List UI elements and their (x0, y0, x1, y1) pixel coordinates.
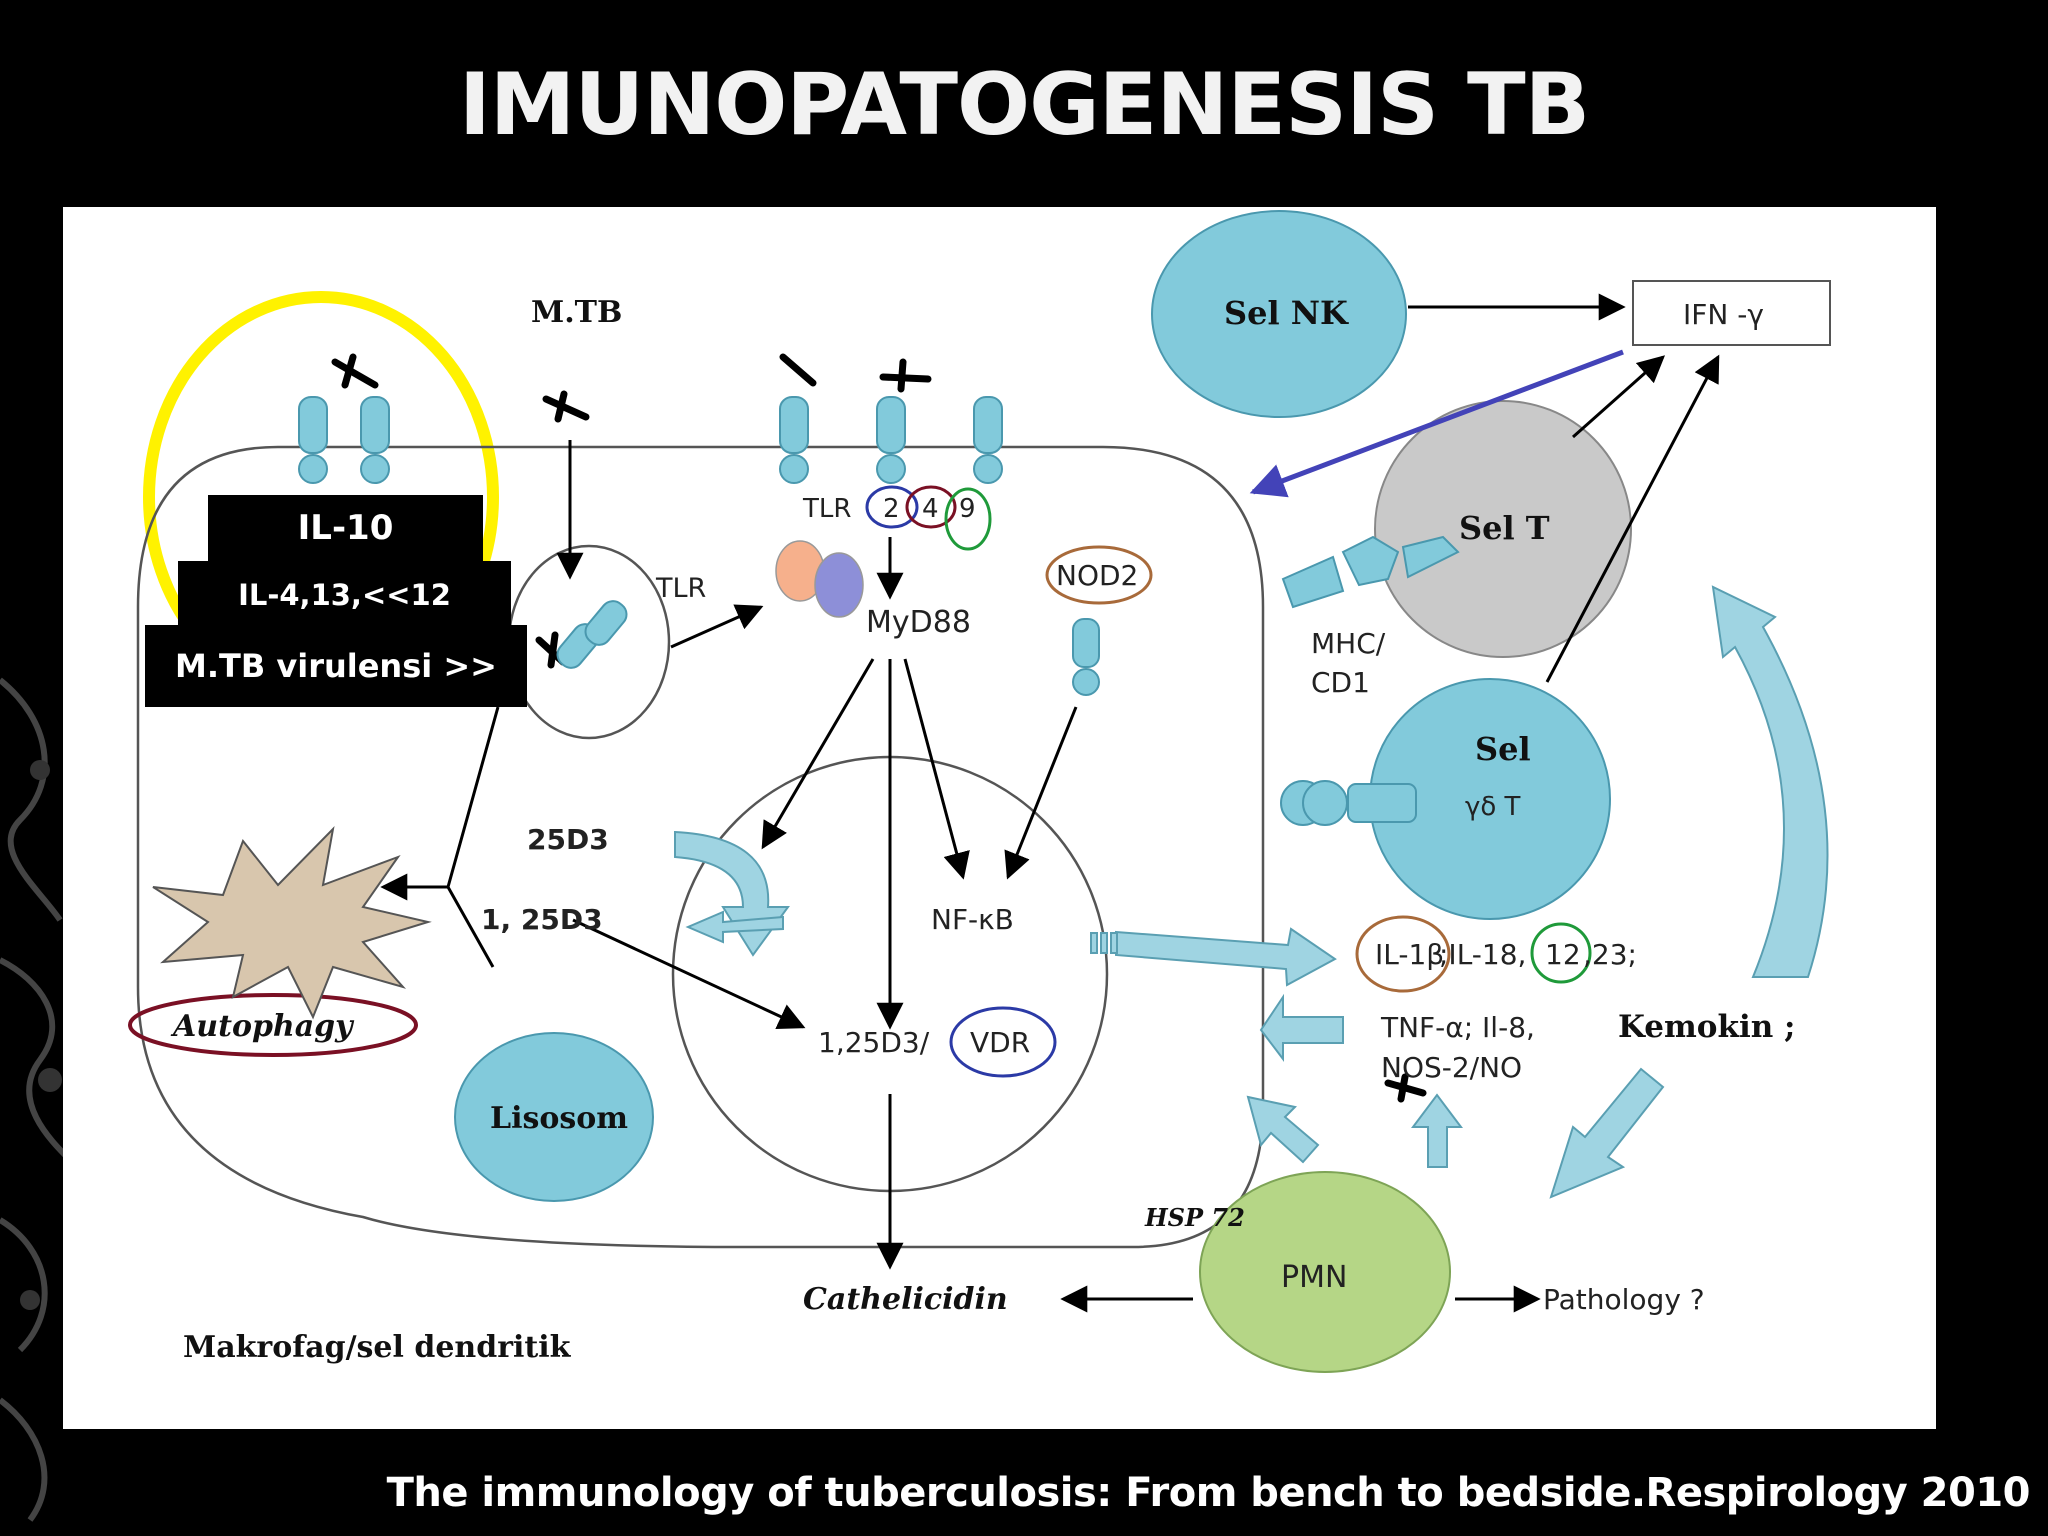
sel-nk-cell (1151, 210, 1407, 418)
immunopathogenesis-diagram: M.TB Sel NK Sel T Sel Lisosom Autophagy … (63, 207, 1936, 1429)
label-125d3: 1, 25D3 (481, 903, 603, 936)
label-sel-t: Sel T (1459, 509, 1550, 547)
arrow-phagosome-tlr (670, 604, 764, 649)
label-lisosom: Lisosom (490, 1101, 628, 1136)
label-il18: ;IL-18, (1439, 938, 1526, 971)
tlr9-circle (944, 487, 992, 551)
label-nod2: NOD2 (1056, 559, 1138, 592)
ifn-box (1632, 280, 1831, 346)
label-pmn: PMN (1281, 1260, 1347, 1295)
arrow-myd88-25d3 (761, 658, 875, 850)
il4-label: IL-4,13,<<12 (238, 578, 451, 612)
nfkb-tail (1090, 932, 1118, 954)
tlr2-circle (865, 485, 919, 529)
label-cd1: CD1 (1311, 666, 1370, 699)
il4-box: IL-4,13,<<12 (178, 561, 511, 629)
arrow-ifn-cell (1249, 349, 1624, 498)
diagram-canvas: M.TB Sel NK Sel T Sel Lisosom Autophagy … (128, 210, 1831, 1373)
label-nfkb: NF-κB (931, 903, 1014, 936)
label-ifn: IFN -γ (1683, 298, 1764, 331)
arrow-myd88-nfkb-1 (903, 658, 970, 880)
nod2-receptor (1072, 618, 1100, 696)
label-kemokin: Kemokin ; (1618, 1009, 1796, 1045)
virulensi-box: M.TB virulensi >> (145, 625, 527, 707)
adaptor-purple (814, 552, 864, 618)
slide-title: IMUNOPATOGENESIS TB (458, 55, 1590, 155)
virulensi-label: M.TB virulensi >> (175, 647, 497, 685)
label-tlr-9: 9 (959, 494, 976, 524)
receptor-pair-left (298, 396, 390, 484)
floral-ornament (0, 677, 73, 1522)
arrow-selt-ifn (1572, 355, 1666, 439)
phagosome-tlr (556, 600, 628, 669)
lisosom-cell (454, 1032, 654, 1202)
autophagy-burst (152, 825, 432, 1020)
arrow-gd-ifn (1545, 354, 1720, 683)
label-tlr-prefix: TLR (802, 494, 851, 524)
arrow-cytokines-cell (1259, 993, 1344, 1062)
label-tnf: TNF-α; Il-8, (1380, 1011, 1535, 1044)
label-il12: 12 (1545, 938, 1581, 971)
arrow-25d3-curve (674, 830, 790, 957)
mhc-connector (1281, 535, 1460, 609)
label-il23: ,23; (1583, 938, 1637, 971)
label-mtb: M.TB (531, 295, 622, 330)
sel-t-cell (1374, 400, 1632, 658)
autophagy-circle (128, 993, 418, 1057)
label-hsp: HSP 72 (1144, 1203, 1245, 1232)
vdr-circle (949, 1006, 1057, 1078)
tlr4-circle (905, 485, 957, 529)
pmn-cell (1199, 1171, 1451, 1373)
label-tlr-phagosome: TLR (655, 573, 706, 604)
arrow-pmn-up (1411, 1093, 1463, 1168)
tlr-receptors (779, 396, 1003, 484)
citation: The immunology of tuberculosis: From ben… (386, 1470, 2031, 1516)
il10-box: IL-10 (208, 495, 483, 561)
il1b-circle (1355, 915, 1451, 993)
il10-label: IL-10 (297, 508, 394, 548)
label-autophagy: Autophagy (170, 1009, 355, 1044)
arrow-cytokines-pmn (1549, 1067, 1665, 1199)
label-nos: NOS-2/NO (1381, 1051, 1522, 1084)
label-sel-gd-2: γδ T (1465, 792, 1521, 822)
branch-lines (446, 706, 500, 968)
nod2-circle (1045, 545, 1153, 605)
arrow-nod2-nfkb (1004, 706, 1078, 880)
arrow-feedback-curve (1711, 585, 1829, 978)
il12-circle (1530, 922, 1592, 984)
label-myd88: MyD88 (866, 605, 971, 640)
label-il1b: IL-1β (1375, 938, 1444, 971)
arrow-curve-left (685, 910, 784, 944)
arrow-pmn-cell (1246, 1095, 1320, 1164)
label-tlr-2: 2 (883, 494, 900, 524)
label-makrofag: Makrofag/sel dendritik (183, 1330, 572, 1365)
label-pathology: Pathology ? (1543, 1283, 1705, 1316)
arrow-125d3-vdr (572, 918, 806, 1029)
label-mhc: MHC/ (1311, 627, 1386, 660)
label-sel-gd-1: Sel (1475, 730, 1531, 768)
label-sel-nk: Sel NK (1224, 294, 1349, 332)
macrophage-cell (136, 445, 1265, 1249)
label-25d3: 25D3 (527, 823, 609, 856)
label-tlr-4: 4 (922, 494, 939, 524)
label-d3-vdr: 1,25D3/ (818, 1026, 930, 1059)
label-vdr: VDR (970, 1026, 1030, 1059)
gd-connector (1280, 780, 1417, 826)
arrow-nfkb-cytokines (1115, 927, 1337, 987)
label-cathelicidin: Cathelicidin (803, 1282, 1008, 1317)
